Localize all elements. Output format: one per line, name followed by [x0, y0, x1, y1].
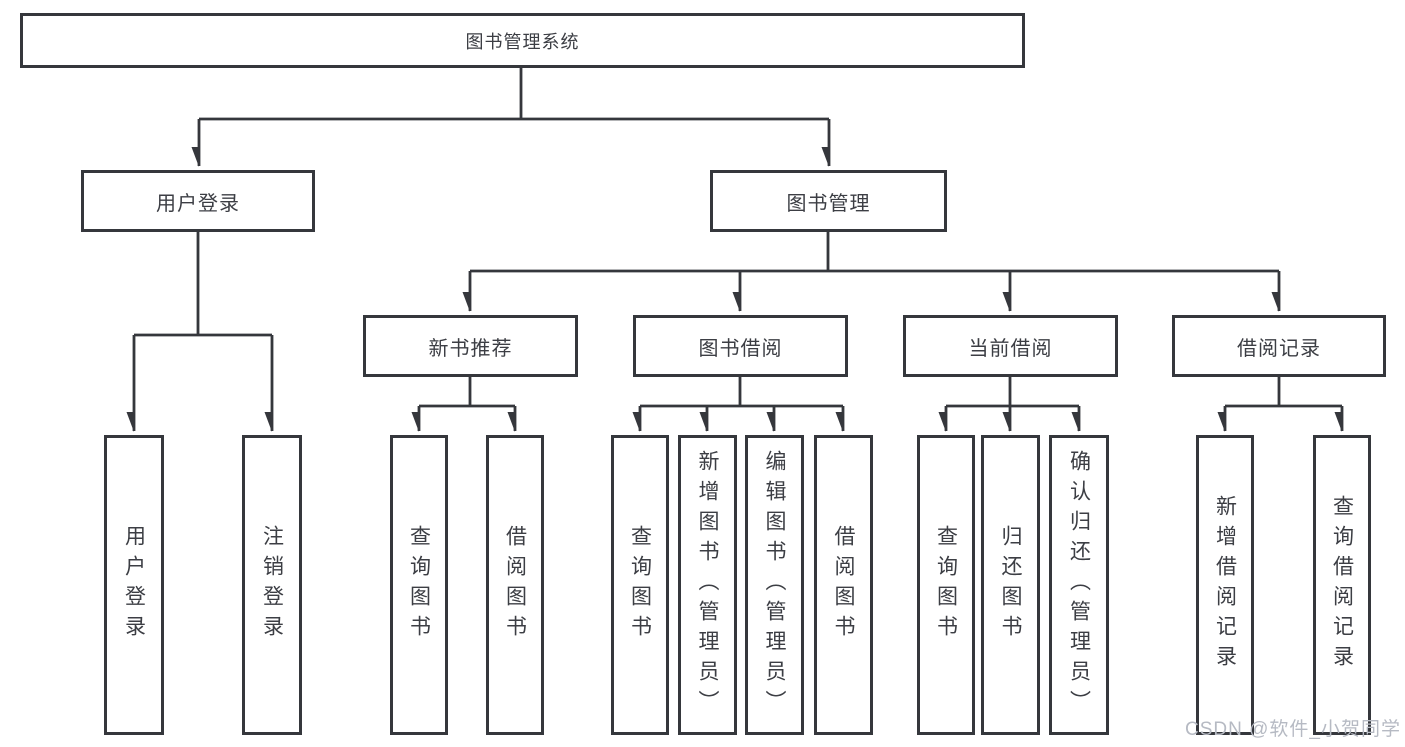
node-new-book-recommend: 新书推荐 — [363, 315, 578, 377]
leaf-borrow-books-1: 借阅图书 — [486, 435, 544, 735]
leaf-logout: 注销登录 — [242, 435, 302, 735]
leaf-query-books-1: 查询图书 — [390, 435, 448, 735]
node-book-borrow: 图书借阅 — [633, 315, 848, 377]
leaf-edit-books-admin: 编辑图书（管理员） — [745, 435, 804, 735]
leaf-edit-books-admin-label: 编辑图书（管理员） — [763, 450, 786, 720]
node-book-borrow-label: 图书借阅 — [698, 337, 783, 360]
node-library-system-label: 图书管理系统 — [465, 31, 580, 52]
leaf-add-borrow-record-label: 新增借阅记录 — [1213, 495, 1237, 675]
node-borrow-records: 借阅记录 — [1172, 315, 1386, 377]
node-current-borrow: 当前借阅 — [903, 315, 1118, 377]
leaf-confirm-return-admin: 确认归还（管理员） — [1049, 435, 1109, 735]
leaf-query-borrow-record: 查询借阅记录 — [1313, 435, 1371, 735]
node-new-book-recommend-label: 新书推荐 — [428, 337, 513, 360]
leaf-user-login: 用户登录 — [104, 435, 164, 735]
node-book-management: 图书管理 — [710, 170, 947, 232]
leaf-confirm-return-admin-label: 确认归还（管理员） — [1067, 450, 1091, 720]
leaf-return-books-label: 归还图书 — [999, 525, 1022, 645]
leaf-query-books-2-label: 查询图书 — [628, 525, 652, 645]
leaf-query-books-3-label: 查询图书 — [934, 525, 958, 645]
node-user-login: 用户登录 — [81, 170, 315, 232]
node-library-system: 图书管理系统 — [20, 13, 1025, 68]
leaf-user-login-label: 用户登录 — [122, 525, 146, 645]
leaf-return-books: 归还图书 — [981, 435, 1040, 735]
node-book-management-label: 图书管理 — [786, 192, 871, 215]
leaf-add-borrow-record: 新增借阅记录 — [1196, 435, 1254, 735]
node-user-login-label: 用户登录 — [156, 192, 240, 215]
leaf-query-books-2: 查询图书 — [611, 435, 669, 735]
leaf-borrow-books-2-label: 借阅图书 — [832, 525, 855, 645]
node-current-borrow-label: 当前借阅 — [968, 337, 1053, 360]
leaf-add-books-admin-label: 新增图书（管理员） — [696, 450, 719, 720]
node-borrow-records-label: 借阅记录 — [1237, 337, 1321, 360]
leaf-add-books-admin: 新增图书（管理员） — [678, 435, 737, 735]
leaf-logout-label: 注销登录 — [260, 525, 284, 645]
leaf-query-books-1-label: 查询图书 — [407, 525, 431, 645]
leaf-borrow-books-2: 借阅图书 — [814, 435, 873, 735]
leaf-query-books-3: 查询图书 — [917, 435, 975, 735]
leaf-borrow-books-1-label: 借阅图书 — [503, 525, 527, 645]
leaf-query-borrow-record-label: 查询借阅记录 — [1330, 495, 1354, 675]
